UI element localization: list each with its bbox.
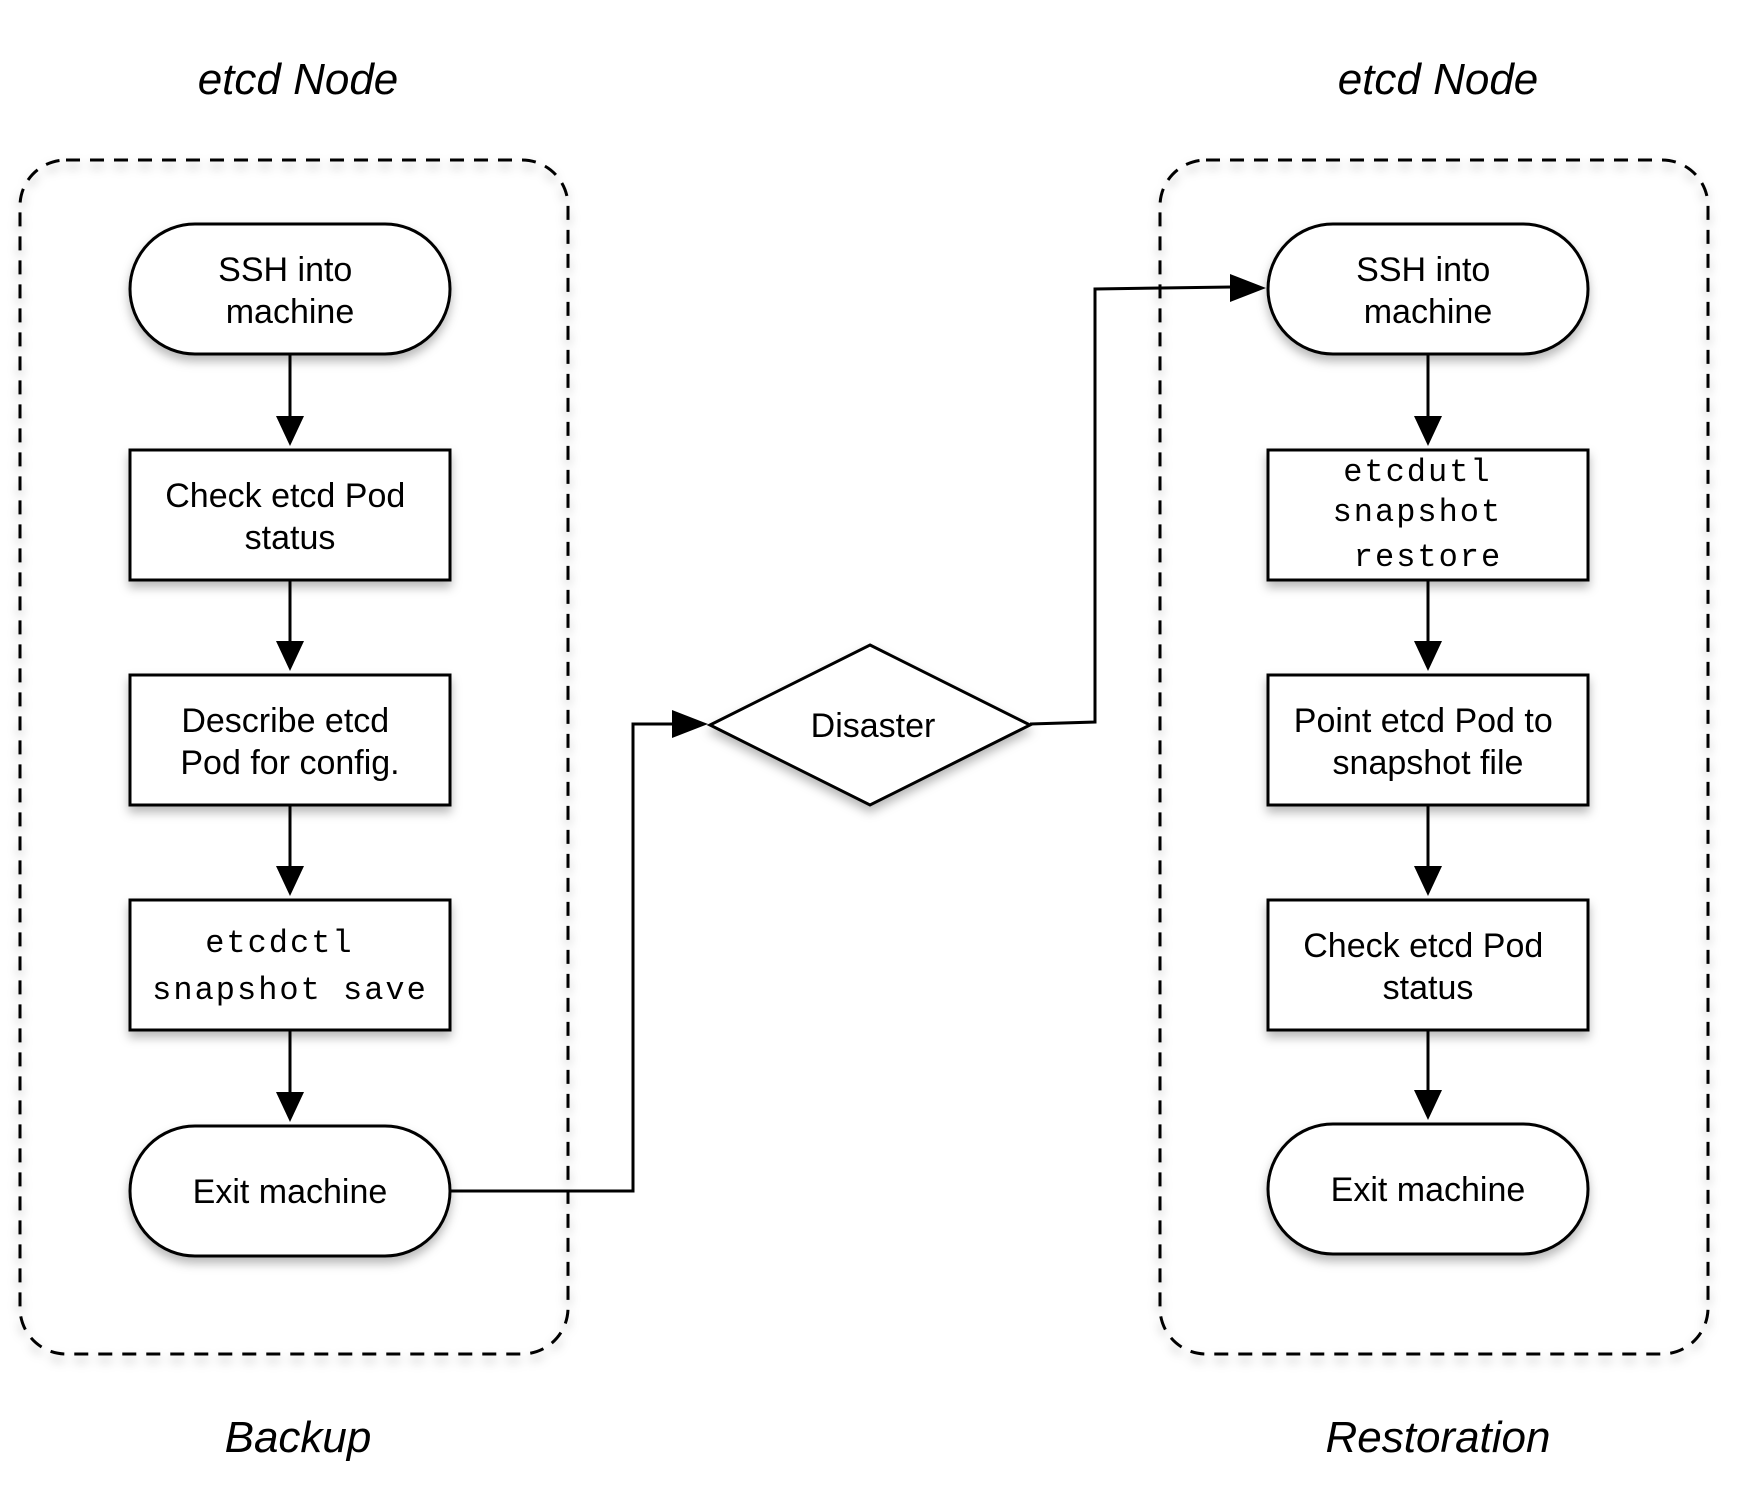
svg-text:etcdctl snapshot save: etcdctl snapshot save [152,925,428,1009]
restore-check-line-1: Check etcd Pod [1303,927,1543,965]
restore-exit-label: Exit machine [1331,1171,1526,1209]
backup-describe-process: Describe etcd Pod for config. [128,673,452,807]
restore-snapshot-line-3: restore [1354,539,1502,576]
svg-text:Check etcd Pod status: Check etcd Pod status [1303,927,1552,1007]
backup-exit-label: Exit machine [193,1173,388,1211]
disaster-label: Disaster [811,707,936,745]
backup-node-container [18,158,570,1356]
restore-snapshot-line-1: etcdutl [1343,454,1491,491]
restore-exit-terminal: Exit machine [1266,1122,1590,1256]
restore-ssh-terminal: SSH into machine [1266,222,1590,356]
backup-snapshot-line-1: etcdctl [205,925,353,962]
restoration-edges [1414,354,1442,1120]
backup-describe-line-1: Describe etcd [181,702,389,740]
svg-text:SSH into machine: SSH into machine [218,251,362,331]
restoration-node-title: etcd Node [1338,55,1539,104]
backup-check-line-1: Check etcd Pod [165,477,405,515]
backup-check-status-process: Check etcd Pod status [128,448,452,582]
svg-text:SSH into machine: SSH into machine [1356,251,1500,331]
svg-text:etcdutl snapshot r: etcdutl snapshot restore [1333,454,1524,576]
backup-ssh-line-2: machine [226,293,355,331]
restoration-group-label: Restoration [1325,1413,1550,1462]
svg-text:Point etcd Pod to snapsh: Point etcd Pod to snapshot file [1294,702,1562,782]
cross-edges [450,274,1266,1193]
backup-ssh-terminal: SSH into machine [128,222,452,356]
backup-ssh-line-1: SSH into [218,251,352,289]
backup-group-label: Backup [225,1413,372,1462]
backup-snapshot-line-2: snapshot save [152,972,428,1009]
backup-node-title: etcd Node [198,55,399,104]
restore-point-pod-process: Point etcd Pod to snapshot file [1266,673,1590,807]
restore-ssh-line-2: machine [1364,293,1493,331]
restore-ssh-line-1: SSH into [1356,251,1490,289]
restore-snapshot-line-2: snapshot [1333,494,1503,531]
svg-text:Check etcd Pod status: Check etcd Pod status [165,477,414,557]
backup-exit-terminal: Exit machine [128,1124,452,1258]
svg-text:Describe etcd Pod for co: Describe etcd Pod for config. [180,702,399,782]
restoration-node-container [1158,158,1710,1356]
restore-point-line-2: snapshot file [1333,744,1524,782]
restore-check-line-2: status [1383,969,1474,1007]
backup-describe-line-2: Pod for config. [180,744,399,782]
disaster-decision: Disaster [706,643,1034,807]
backup-edges [276,354,304,1122]
backup-snapshot-save-process: etcdctl snapshot save [128,898,452,1032]
backup-check-line-2: status [245,519,336,557]
restore-snapshot-restore-process: etcdutl snapshot restore [1266,448,1590,582]
svg-text:Exit machine: Exit machine [1331,1171,1526,1209]
svg-text:Exit machine: Exit machine [193,1173,388,1211]
restore-check-status-process: Check etcd Pod status [1266,898,1590,1032]
restore-point-line-1: Point etcd Pod to [1294,702,1553,740]
